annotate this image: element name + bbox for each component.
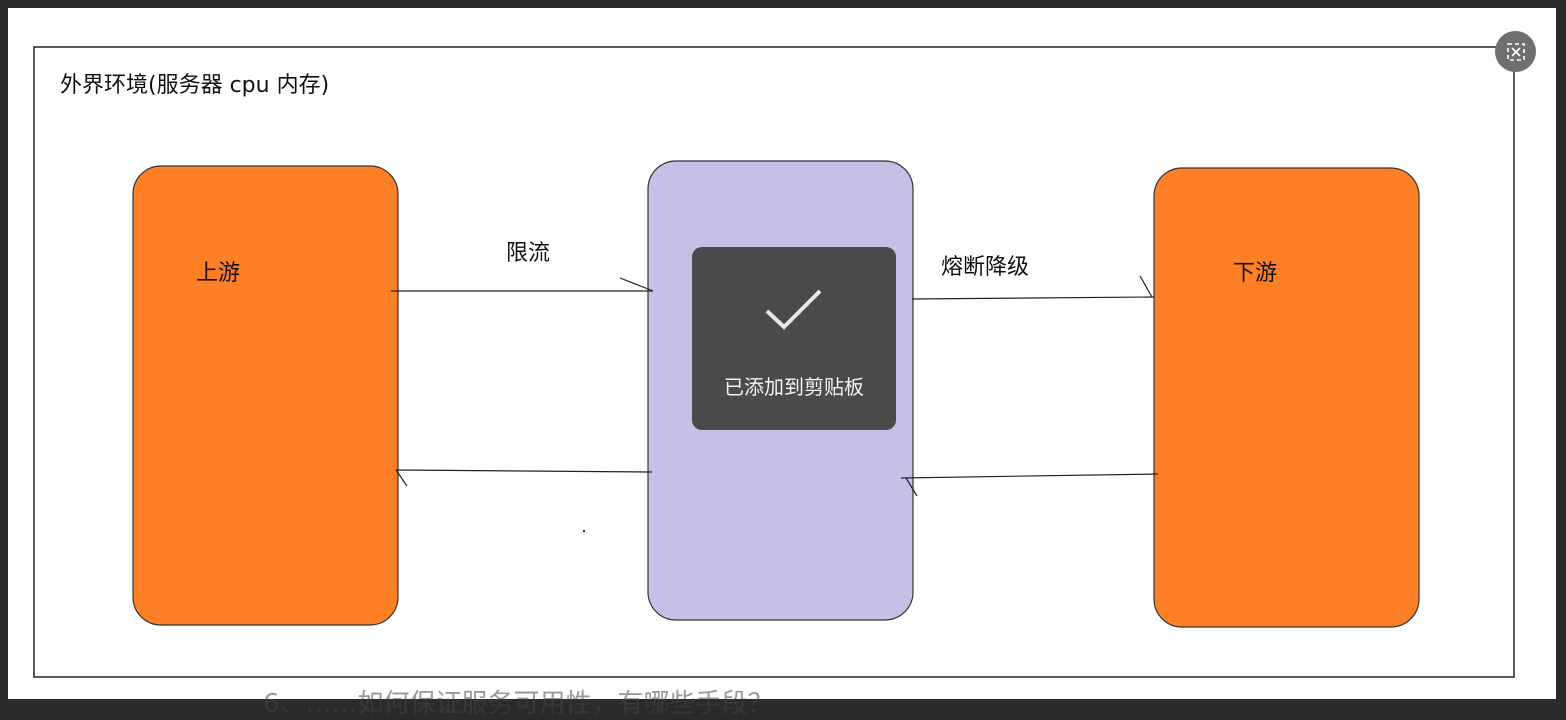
check-icon [765,289,822,330]
toast-message: 已添加到剪贴板 [724,375,864,399]
arrow-downstream-to-middle [900,473,1159,497]
upstream-box [132,165,399,626]
environment-title: 外界环境(服务器 cpu 内存) [60,73,329,98]
downstream-box [1153,167,1420,628]
arrow-upstream-to-middle [391,277,654,292]
downstream-label: 下游 [1233,261,1277,286]
upstream-label: 上游 [196,261,240,286]
clipboard-toast: 已添加到剪贴板 [692,247,896,430]
close-icon [1506,42,1525,61]
rate-limit-label: 限流 [506,241,550,266]
image-viewer: 6、……如何保证服务可用性，有哪些手段？ 外界环境(服务器 cpu 内存) 上游… [8,8,1556,719]
close-button[interactable] [1495,31,1536,72]
circuit-breaker-label: 熔断降级 [941,255,1029,280]
background-article-text: 6、……如何保证服务可用性，有哪些手段？ [263,689,774,719]
stray-dot [583,530,585,532]
arrow-middle-to-downstream [911,275,1155,300]
arrow-middle-to-upstream [395,469,653,487]
